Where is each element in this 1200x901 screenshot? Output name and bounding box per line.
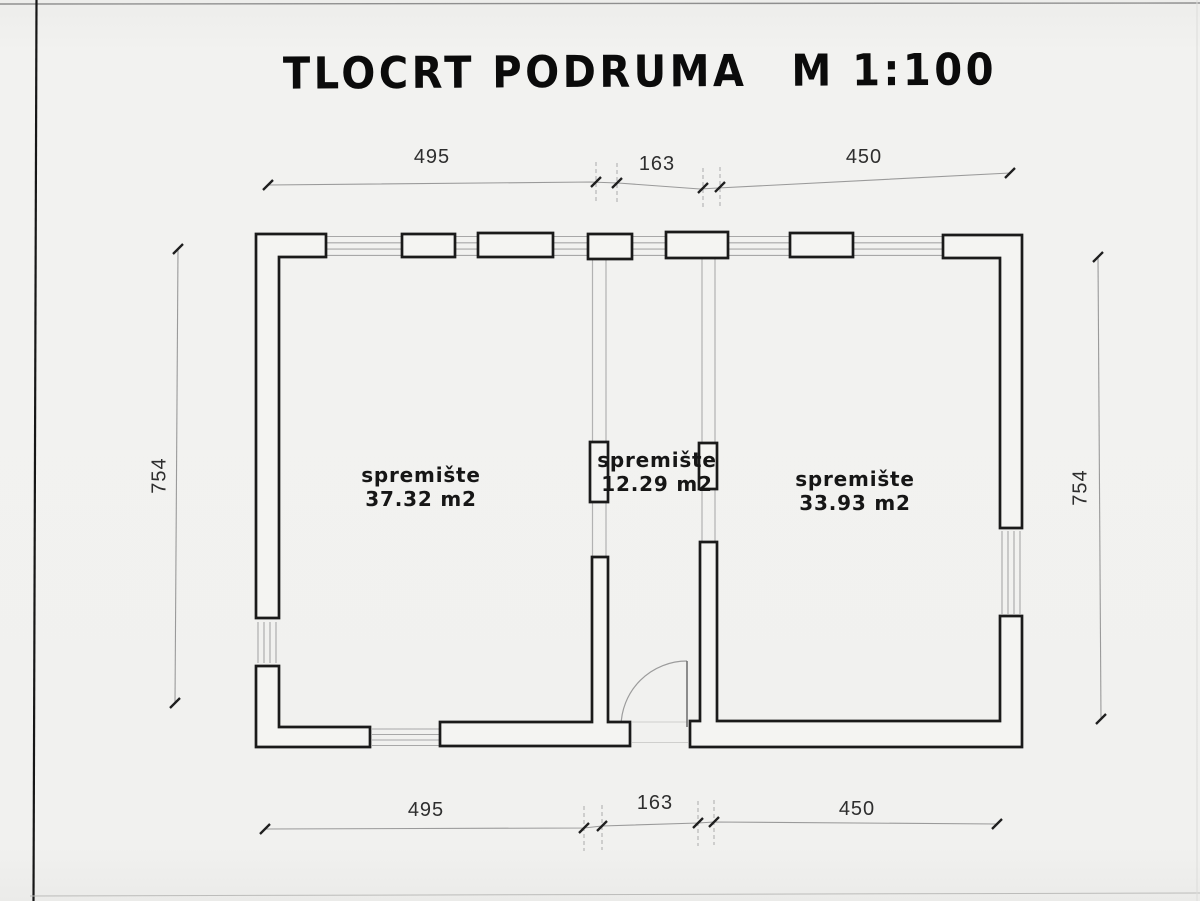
wall-top-segment	[788, 231, 855, 259]
room-label-1: spremište 37.32 m2	[326, 463, 516, 512]
dimension-line	[264, 821, 998, 830]
door	[620, 660, 688, 743]
right-window-lines	[1001, 531, 1021, 614]
dim-top-middle: 163	[638, 153, 676, 175]
room-name: spremište	[361, 463, 481, 487]
interior-wall-1-guides	[591, 259, 607, 557]
wall-bottom-left-corner	[254, 664, 372, 749]
scan-edge-bottom	[29, 892, 1200, 897]
room-label-3: spremište 33.93 m2	[766, 467, 944, 516]
left-window-lines	[257, 622, 277, 663]
door-swing-arc	[620, 660, 688, 728]
dim-bottom-middle: 163	[636, 792, 674, 814]
dim-side-right: 754	[1069, 469, 1092, 506]
room-area: 12.29 m2	[601, 472, 713, 497]
wall-top-segment	[400, 232, 457, 259]
dim-side-left: 754	[148, 457, 171, 494]
drawing-title: TLOCRT PODRUMA M 1:100	[280, 45, 1000, 115]
room-area: 37.32 m2	[365, 487, 477, 512]
wall-bottom-right-and-partition-2	[688, 540, 1024, 749]
window-lines	[257, 235, 1021, 747]
room-name: spremište	[597, 448, 717, 472]
dim-bottom-left: 495	[407, 799, 445, 821]
wall-top-segment	[476, 231, 555, 259]
left-dimension-line	[169, 243, 184, 709]
wall-bottom-middle-and-partition-1	[438, 555, 632, 748]
dim-top-left: 495	[413, 146, 451, 168]
dimension-line	[1097, 256, 1102, 720]
walls	[254, 230, 1024, 749]
top-window-lines	[326, 235, 943, 256]
tick-marks	[259, 816, 1003, 835]
top-dimension-line	[262, 162, 1016, 209]
wall-partition-1-pillar	[588, 440, 610, 504]
dim-top-right: 450	[845, 146, 883, 168]
dimension-line	[174, 248, 179, 704]
interior-wall-2-guides	[701, 258, 716, 542]
tick-marks	[1092, 251, 1107, 725]
page-edge-line-left	[32, 0, 38, 901]
tick-marks	[262, 167, 1016, 194]
wall-top-left-corner	[254, 232, 328, 620]
dimension-line	[267, 172, 1011, 190]
wall-partition-2-pillar	[697, 441, 719, 491]
wall-top-pier-1	[586, 232, 634, 261]
scan-edge-top	[0, 2, 1200, 5]
room-label-2: spremište 12.29 m2	[576, 448, 738, 497]
interior-wall-guide-lines	[591, 258, 716, 557]
room-name: spremište	[795, 467, 915, 491]
bottom-dimension-line	[259, 800, 1003, 851]
wall-top-right-corner	[941, 233, 1024, 530]
dim-bottom-right: 450	[838, 798, 876, 820]
title-text: TLOCRT PODRUMA	[282, 46, 748, 100]
right-dimension-line	[1092, 251, 1107, 725]
room-area: 33.93 m2	[799, 491, 911, 516]
bottom-window-lines	[372, 728, 440, 747]
tick-marks	[169, 243, 184, 709]
wall-top-pier-2	[664, 230, 730, 260]
title-scale: M 1:100	[791, 44, 998, 97]
